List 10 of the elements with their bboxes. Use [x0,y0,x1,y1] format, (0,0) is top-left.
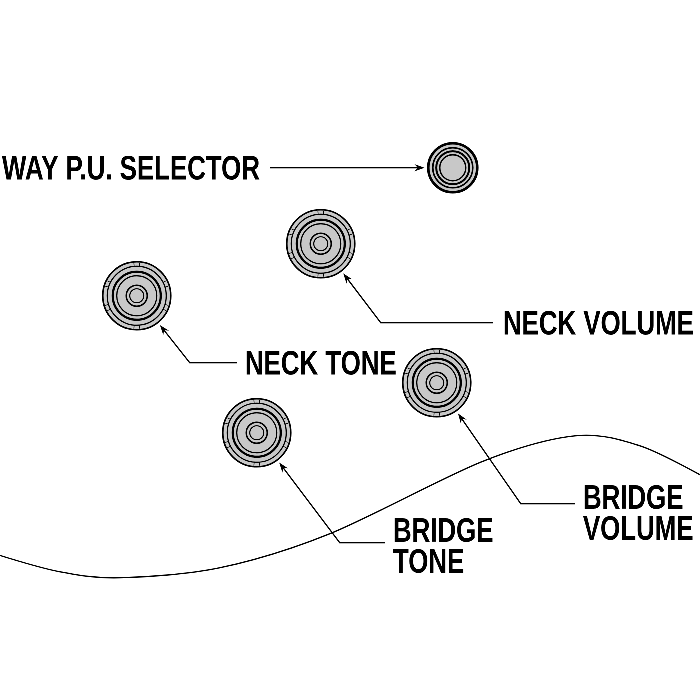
control-knob [286,209,356,279]
control-knob [222,398,292,468]
control-knob [402,348,472,418]
part-label: WAY P.U. SELECTOR [2,156,260,180]
part-label: BRIDGE TONE [394,518,493,574]
control-knob [102,261,172,331]
part-label: NECK TONE [246,350,396,376]
part-label: BRIDGE VOLUME [583,485,693,540]
part-label: NECK VOLUME [504,310,694,336]
selector-knob [427,142,479,194]
